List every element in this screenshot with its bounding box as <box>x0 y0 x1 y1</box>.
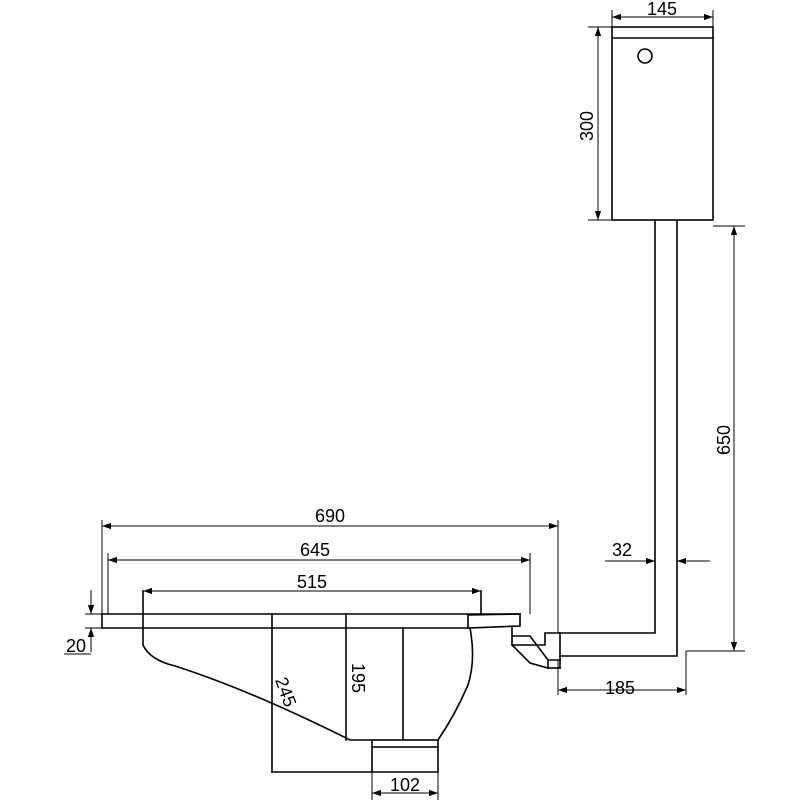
dim-bowl-length: 515 <box>143 572 481 595</box>
cistern <box>611 26 714 221</box>
label-rim-thickness: 20 <box>66 636 86 656</box>
dim-rim-length: 645 <box>107 540 531 614</box>
dim-outlet-width: 102 <box>371 772 439 800</box>
label-pipe-height: 650 <box>714 425 734 455</box>
label-overall-length: 690 <box>315 506 345 526</box>
label-cistern-height: 300 <box>577 111 597 141</box>
label-outlet-width: 102 <box>390 775 420 795</box>
dim-cistern-width: 145 <box>611 0 714 27</box>
squat-pan <box>101 590 561 773</box>
dim-cistern-height: 300 <box>577 26 612 221</box>
dim-overall-length: 690 <box>101 506 559 633</box>
dim-pipe-height: 650 <box>686 225 745 652</box>
label-bowl-length: 515 <box>297 572 327 592</box>
label-pipe-offset: 185 <box>605 678 635 698</box>
label-pipe-diameter: 32 <box>612 540 632 560</box>
dim-pipe-diameter: 32 <box>605 540 710 565</box>
label-outlet-depth-bowl: 195 <box>348 663 368 693</box>
dim-rim-thickness: 20 <box>64 590 102 656</box>
label-cistern-width: 145 <box>647 0 677 19</box>
flush-pipe <box>559 219 678 657</box>
cistern-body <box>611 26 714 221</box>
label-rim-length: 645 <box>300 540 330 560</box>
dim-outlet-depth-bowl: 195 <box>348 663 368 693</box>
dim-pipe-offset: 185 <box>557 651 687 698</box>
outlet-flange <box>371 739 439 748</box>
flush-button-icon <box>637 48 653 64</box>
